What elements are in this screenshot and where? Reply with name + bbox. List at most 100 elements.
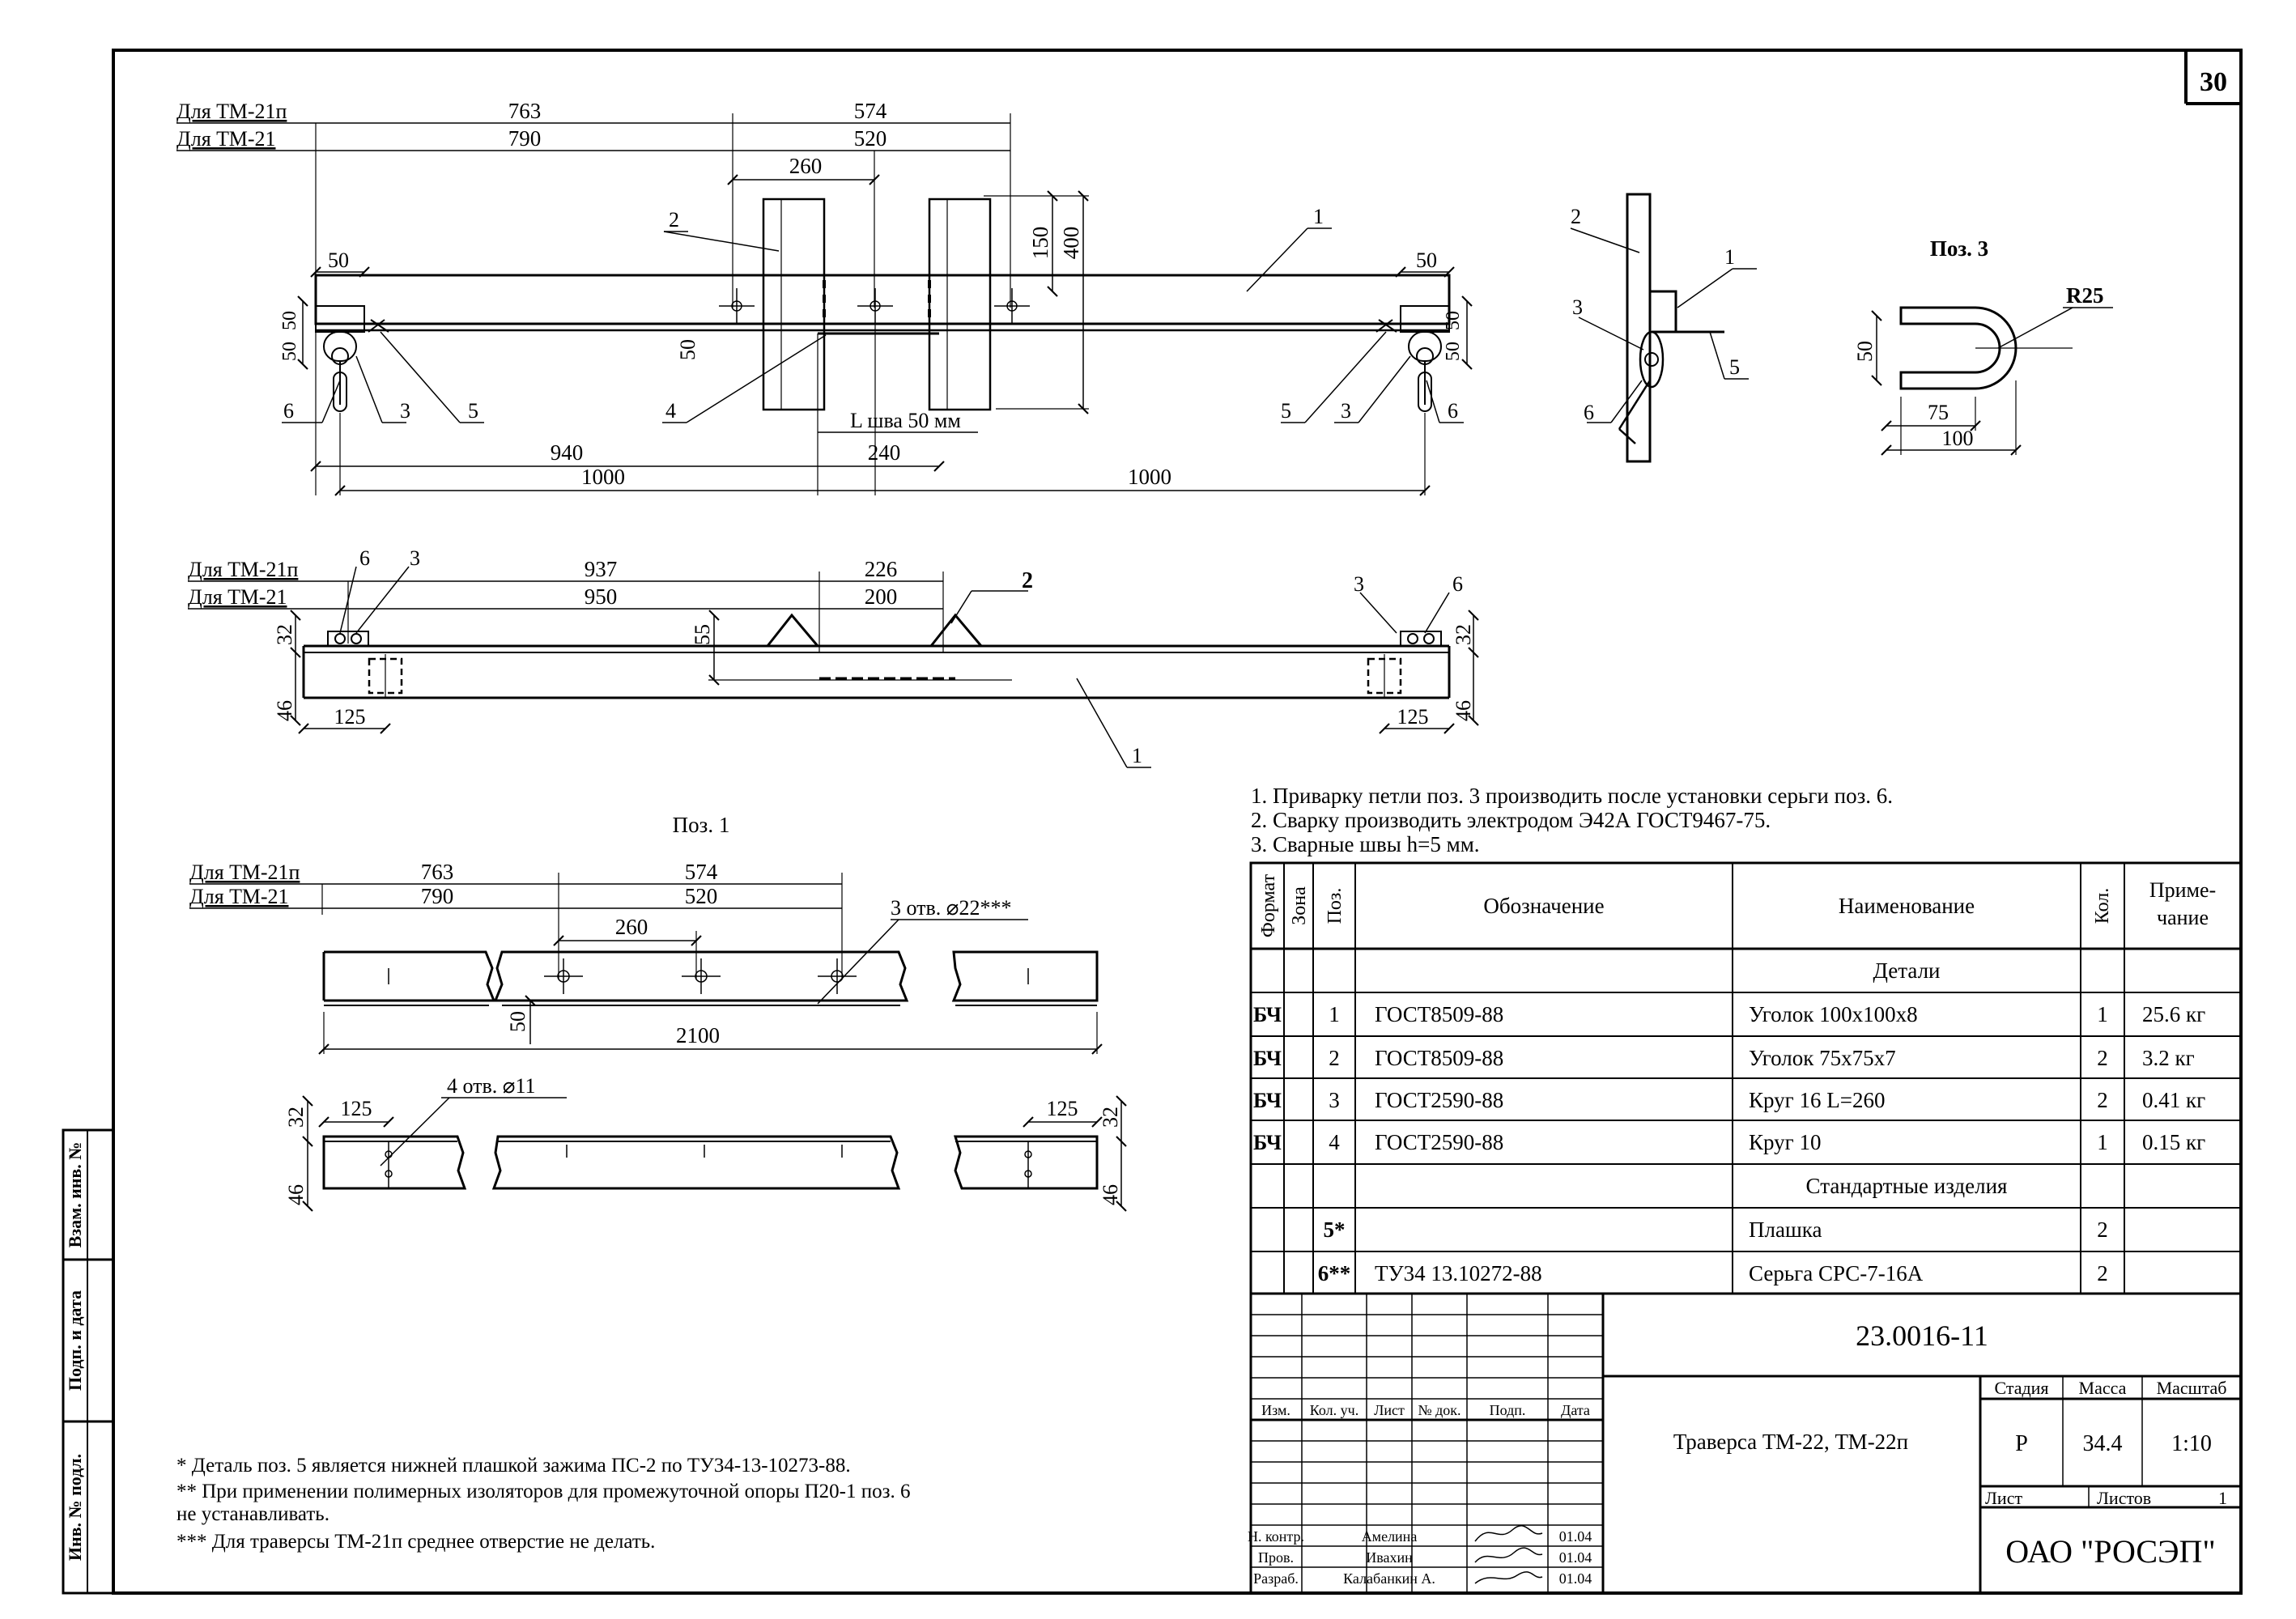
svg-text:БЧ: БЧ bbox=[1253, 1089, 1282, 1112]
tb-sheet-label: Лист bbox=[1985, 1488, 2022, 1508]
pos1-holes-small: 4 отв. ⌀11 bbox=[447, 1074, 535, 1098]
side-pos-6-right: 6 bbox=[1452, 572, 1463, 596]
pos-1-label: 1 bbox=[1313, 205, 1324, 228]
dim-940: 940 bbox=[551, 440, 584, 465]
dim-46-right: 46 bbox=[1452, 700, 1475, 721]
sheet-frame bbox=[112, 49, 2243, 1595]
detail-pos3: Поз. 3 R25 50 75 100 bbox=[1853, 236, 2113, 456]
spec-row: БЧ 1 ГОСТ8509-88 Уголок 100х100х8 1 25.6… bbox=[1253, 1002, 2205, 1026]
svg-text:25.6 кг: 25.6 кг bbox=[2142, 1002, 2205, 1026]
tb-header-change: Изм. bbox=[1261, 1402, 1290, 1418]
note-1: 1. Приварку петли поз. 3 производить пос… bbox=[1251, 784, 1893, 808]
dim-125-right: 125 bbox=[1397, 705, 1429, 729]
svg-text:Уголок 75х75х7: Уголок 75х75х7 bbox=[1749, 1046, 1896, 1070]
footnote-2b: не устанавливать. bbox=[176, 1503, 330, 1525]
tb-sheets-label: Листов bbox=[2097, 1488, 2151, 1508]
tb-role-check: Пров. bbox=[1258, 1549, 1294, 1566]
pos1-dim-32-left: 32 bbox=[284, 1107, 308, 1128]
pos1-holes-big: 3 отв. ⌀22*** bbox=[891, 896, 1011, 920]
section-pos-6: 6 bbox=[1584, 401, 1594, 424]
spec-header-qty: Кол. bbox=[2092, 888, 2113, 924]
svg-text:3: 3 bbox=[1329, 1088, 1340, 1112]
svg-text:5*: 5* bbox=[1324, 1217, 1346, 1242]
footnote-3: *** Для траверсы ТМ-21п среднее отверсти… bbox=[176, 1531, 655, 1553]
svg-text:БЧ: БЧ bbox=[1253, 1131, 1282, 1154]
pos1-dim-46-left: 46 bbox=[284, 1184, 308, 1205]
dim-1000-right: 1000 bbox=[1128, 465, 1171, 489]
side-pos-3-left: 3 bbox=[410, 546, 420, 570]
footnotes: * Деталь поз. 5 является нижней плашкой … bbox=[176, 1455, 911, 1553]
dim-50-right-b: 50 bbox=[1443, 342, 1464, 361]
tb-date-1: 01.04 bbox=[1559, 1528, 1592, 1545]
svg-text:3.2 кг: 3.2 кг bbox=[2142, 1046, 2195, 1070]
dim-50-left-top: 50 bbox=[328, 249, 349, 272]
tb-mass-label: Масса bbox=[2079, 1378, 2127, 1398]
notes: 1. Приварку петли поз. 3 производить пос… bbox=[1251, 784, 1893, 856]
title-block: Изм. Кол. уч. Лист № док. Подп. Дата Н. … bbox=[1248, 1292, 2243, 1595]
pos-5-label-right: 5 bbox=[1281, 399, 1291, 423]
svg-text:0.15 кг: 0.15 кг bbox=[2142, 1130, 2205, 1154]
svg-text:ГОСТ2590-88: ГОСТ2590-88 bbox=[1375, 1088, 1503, 1112]
pos1-view: Поз. 1 Для ТМ-21п Для ТМ-21 763 574 790 … bbox=[189, 813, 1127, 1212]
dim-520: 520 bbox=[854, 126, 887, 151]
pos1-dim-32-right: 32 bbox=[1099, 1107, 1122, 1128]
dim-1000-left: 1000 bbox=[581, 465, 625, 489]
stamp-original-number: Инв. № подл. bbox=[65, 1454, 85, 1561]
pos-6-label-right: 6 bbox=[1448, 399, 1458, 423]
side-view: Для ТМ-21п Для ТМ-21 937 226 950 200 bbox=[188, 546, 1479, 768]
stamp-substitution: Взам. инв. № bbox=[65, 1142, 85, 1248]
detail-pos3-title: Поз. 3 bbox=[1930, 236, 1988, 261]
tb-role-norm: Н. контр. bbox=[1248, 1528, 1304, 1545]
spec-header-format: Формат bbox=[1258, 873, 1279, 937]
section-pos-3: 3 bbox=[1572, 295, 1583, 319]
svg-text:2: 2 bbox=[2097, 1261, 2108, 1285]
stamp-signature-date: Подп. и дата bbox=[65, 1290, 85, 1391]
pos-3-label-left: 3 bbox=[400, 399, 410, 423]
dim-200: 200 bbox=[865, 584, 898, 609]
svg-text:2: 2 bbox=[2097, 1046, 2108, 1070]
pos1-row-label-tm21p: Для ТМ-21п bbox=[189, 860, 300, 884]
tb-code: 23.0016-11 bbox=[1856, 1319, 1988, 1352]
pos1-dim-46-right: 46 bbox=[1099, 1184, 1122, 1205]
spec-header-note-2: чание bbox=[2157, 906, 2209, 929]
tb-stage: Р bbox=[2015, 1431, 2028, 1456]
pos1-dim-2100: 2100 bbox=[676, 1023, 720, 1047]
dim-32-left: 32 bbox=[273, 624, 296, 645]
svg-text:Круг 10: Круг 10 bbox=[1749, 1130, 1821, 1154]
svg-text:1: 1 bbox=[1329, 1002, 1340, 1026]
signatures bbox=[1474, 1524, 1543, 1584]
detail-dim-75: 75 bbox=[1928, 401, 1949, 424]
side-pos-1: 1 bbox=[1132, 744, 1142, 767]
pos1-dim-763: 763 bbox=[421, 860, 454, 884]
dim-150: 150 bbox=[1028, 227, 1052, 260]
dim-50-right-a: 50 bbox=[1443, 311, 1464, 330]
footnote-1: * Деталь поз. 5 является нижней плашкой … bbox=[176, 1455, 851, 1477]
svg-text:ТУ34 13.10272-88: ТУ34 13.10272-88 bbox=[1375, 1261, 1542, 1285]
svg-text:4: 4 bbox=[1329, 1130, 1340, 1154]
side-pos-2: 2 bbox=[1022, 568, 1033, 593]
dim-400: 400 bbox=[1059, 227, 1083, 260]
spec-row: 6** ТУ34 13.10272-88 Серьга СРС-7-16А 2 bbox=[1318, 1261, 2108, 1285]
dim-50-middle: 50 bbox=[676, 339, 699, 360]
svg-text:Уголок 100х100х8: Уголок 100х100х8 bbox=[1749, 1002, 1918, 1026]
side-pos-6-left: 6 bbox=[359, 546, 370, 570]
tb-name: Траверса ТМ-22, ТМ-22п bbox=[1673, 1430, 1908, 1454]
tb-role-dev: Разраб. bbox=[1253, 1570, 1299, 1587]
pos1-dim-520: 520 bbox=[685, 884, 718, 908]
tb-org: ОАО "РОСЭП" bbox=[2005, 1533, 2215, 1570]
pos-6-label-left: 6 bbox=[283, 399, 294, 423]
detail-dim-50: 50 bbox=[1853, 341, 1877, 362]
pos1-title: Поз. 1 bbox=[673, 813, 730, 837]
svg-text:БЧ: БЧ bbox=[1253, 1047, 1282, 1070]
tb-sheets: 1 bbox=[2218, 1488, 2227, 1508]
pos1-row-label-tm21: Для ТМ-21 bbox=[189, 885, 288, 908]
svg-text:Серьга СРС-7-16А: Серьга СРС-7-16А bbox=[1749, 1261, 1924, 1285]
svg-text:Круг 16 L=260: Круг 16 L=260 bbox=[1749, 1088, 1885, 1112]
side-stamp: Взам. инв. № Подп. и дата Инв. № подл. bbox=[62, 1128, 115, 1595]
side-pos-3-right: 3 bbox=[1354, 572, 1364, 596]
spec-section-standard: Стандартные изделия bbox=[1806, 1174, 2008, 1198]
svg-text:БЧ: БЧ bbox=[1253, 1003, 1282, 1026]
pos1-dim-50: 50 bbox=[506, 1011, 529, 1032]
detail-radius: R25 bbox=[2066, 283, 2104, 308]
